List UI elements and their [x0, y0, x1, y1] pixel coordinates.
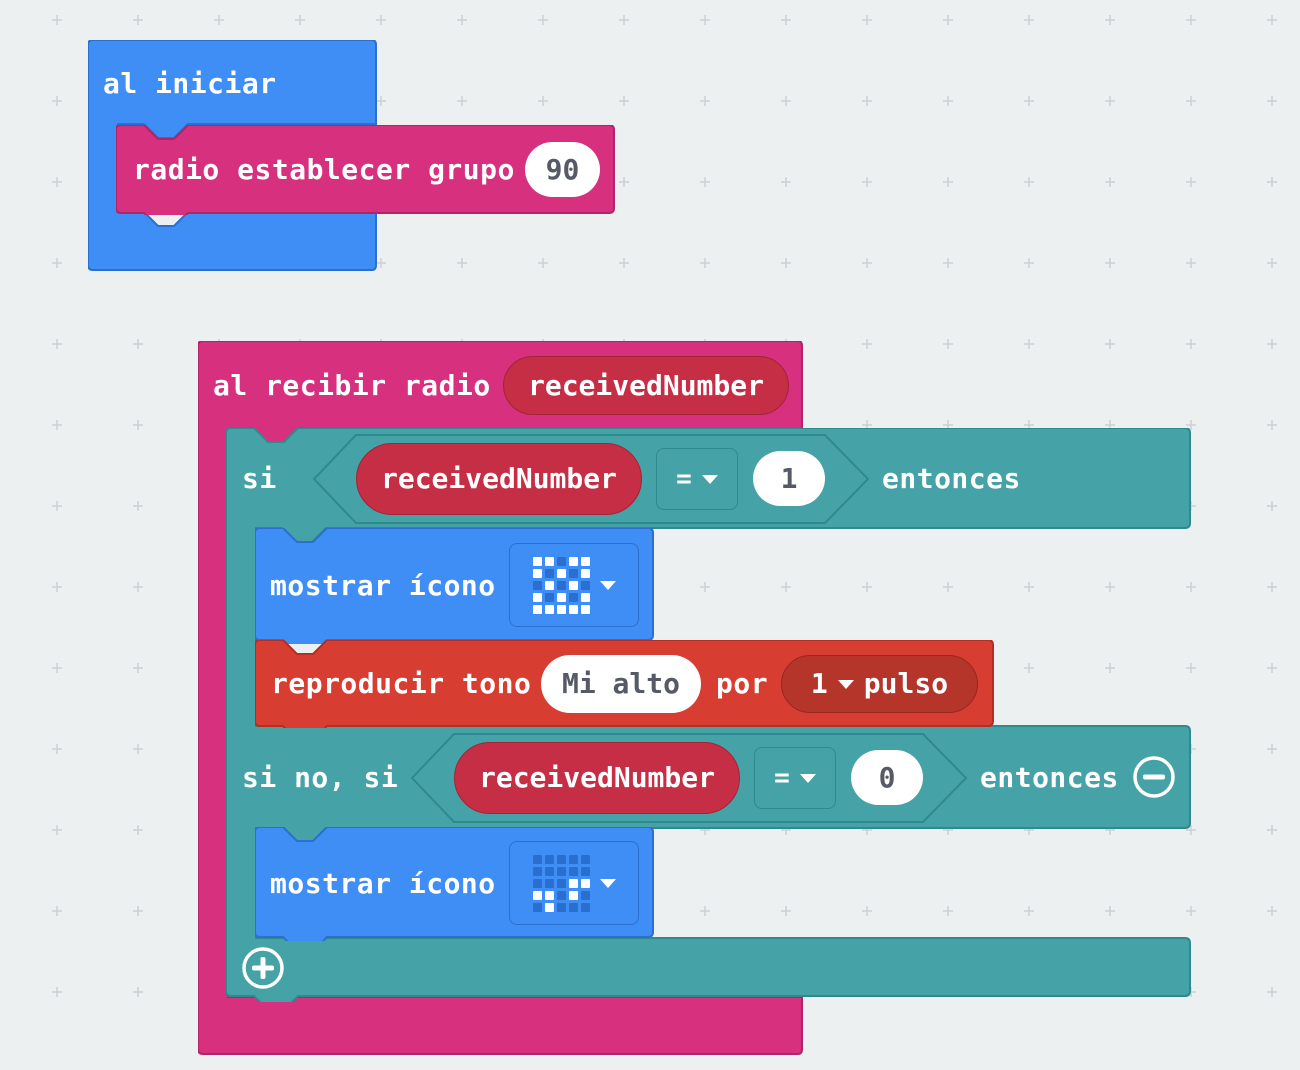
- led-cell: [556, 890, 566, 900]
- led-cell: [556, 580, 566, 590]
- led-cell: [532, 580, 542, 590]
- led-cell: [532, 568, 542, 578]
- show-icon-label-1: mostrar ícono: [270, 569, 496, 602]
- tone-por-label: por: [716, 667, 769, 700]
- led-cell: [532, 902, 542, 912]
- chevron-down-icon: [837, 679, 854, 689]
- icon-picker-dropdown-2[interactable]: [509, 841, 639, 925]
- else-if-then-label: entonces: [980, 761, 1119, 794]
- led-cell: [568, 580, 578, 590]
- led-cell: [580, 568, 590, 578]
- led-cell: [532, 866, 542, 876]
- led-cell: [556, 568, 566, 578]
- led-cell: [568, 592, 578, 602]
- if-condition-variable[interactable]: receivedNumber: [356, 443, 642, 515]
- led-cell: [568, 878, 578, 888]
- led-cell: [580, 592, 590, 602]
- led-cell: [556, 592, 566, 602]
- show-icon-label-2: mostrar ícono: [270, 867, 496, 900]
- led-cell: [556, 854, 566, 864]
- led-cell: [568, 866, 578, 876]
- led-cell: [544, 878, 554, 888]
- if-operator-label: =: [676, 464, 692, 494]
- led-cell: [580, 604, 590, 614]
- led-cell: [532, 854, 542, 864]
- radio-set-group-shape: [116, 125, 615, 215]
- show-icon-shape-2: [255, 827, 654, 941]
- else-if-keyword: si no, si: [242, 761, 399, 794]
- led-cell: [568, 902, 578, 912]
- if-operator-dropdown[interactable]: =: [656, 448, 738, 510]
- led-cell: [532, 556, 542, 566]
- led-cell: [580, 866, 590, 876]
- add-branch-icon[interactable]: [241, 946, 285, 990]
- chevron-down-icon: [799, 773, 816, 783]
- led-matrix-icon: [532, 854, 590, 912]
- icon-picker-dropdown-1[interactable]: [509, 543, 639, 627]
- else-if-compare-value-input[interactable]: 0: [851, 750, 923, 805]
- led-cell: [532, 890, 542, 900]
- led-cell: [544, 556, 554, 566]
- led-cell: [580, 580, 590, 590]
- beat-count: 1: [810, 667, 828, 700]
- note-input[interactable]: Mi alto: [541, 655, 701, 713]
- led-cell: [544, 902, 554, 912]
- if-then-label: entonces: [882, 462, 1021, 495]
- led-cell: [568, 556, 578, 566]
- if-keyword: si: [242, 462, 277, 495]
- play-tone-label: reproducir tono: [271, 667, 532, 700]
- led-cell: [544, 854, 554, 864]
- beat-dropdown[interactable]: 1 pulso: [781, 655, 978, 713]
- led-cell: [532, 592, 542, 602]
- if-compare-value-input[interactable]: 1: [753, 451, 825, 506]
- led-matrix-icon: [532, 556, 590, 614]
- led-cell: [568, 604, 578, 614]
- received-number-param[interactable]: receivedNumber: [503, 356, 789, 415]
- led-cell: [556, 604, 566, 614]
- chevron-down-icon: [701, 474, 718, 484]
- beat-unit: pulso: [863, 667, 949, 700]
- else-if-condition-variable[interactable]: receivedNumber: [454, 742, 740, 814]
- led-cell: [544, 604, 554, 614]
- led-cell: [532, 604, 542, 614]
- chevron-down-icon: [599, 878, 616, 888]
- led-cell: [544, 866, 554, 876]
- led-cell: [556, 866, 566, 876]
- led-cell: [580, 890, 590, 900]
- group-number-input[interactable]: 90: [525, 142, 600, 197]
- led-cell: [568, 568, 578, 578]
- remove-branch-icon[interactable]: [1132, 755, 1176, 799]
- else-if-operator-dropdown[interactable]: =: [754, 747, 836, 809]
- led-cell: [568, 854, 578, 864]
- led-cell: [556, 878, 566, 888]
- else-if-operator-label: =: [774, 763, 790, 793]
- led-cell: [580, 556, 590, 566]
- radio-set-group-label: radio establecer grupo: [133, 153, 515, 186]
- led-cell: [556, 556, 566, 566]
- led-cell: [532, 878, 542, 888]
- led-cell: [580, 902, 590, 912]
- led-cell: [580, 854, 590, 864]
- led-cell: [568, 890, 578, 900]
- on-received-label: al recibir radio: [213, 369, 491, 402]
- chevron-down-icon: [599, 580, 616, 590]
- led-cell: [544, 592, 554, 602]
- led-cell: [580, 878, 590, 888]
- led-cell: [544, 580, 554, 590]
- on-start-label: al iniciar: [103, 67, 277, 100]
- led-cell: [544, 568, 554, 578]
- led-cell: [544, 890, 554, 900]
- led-cell: [556, 902, 566, 912]
